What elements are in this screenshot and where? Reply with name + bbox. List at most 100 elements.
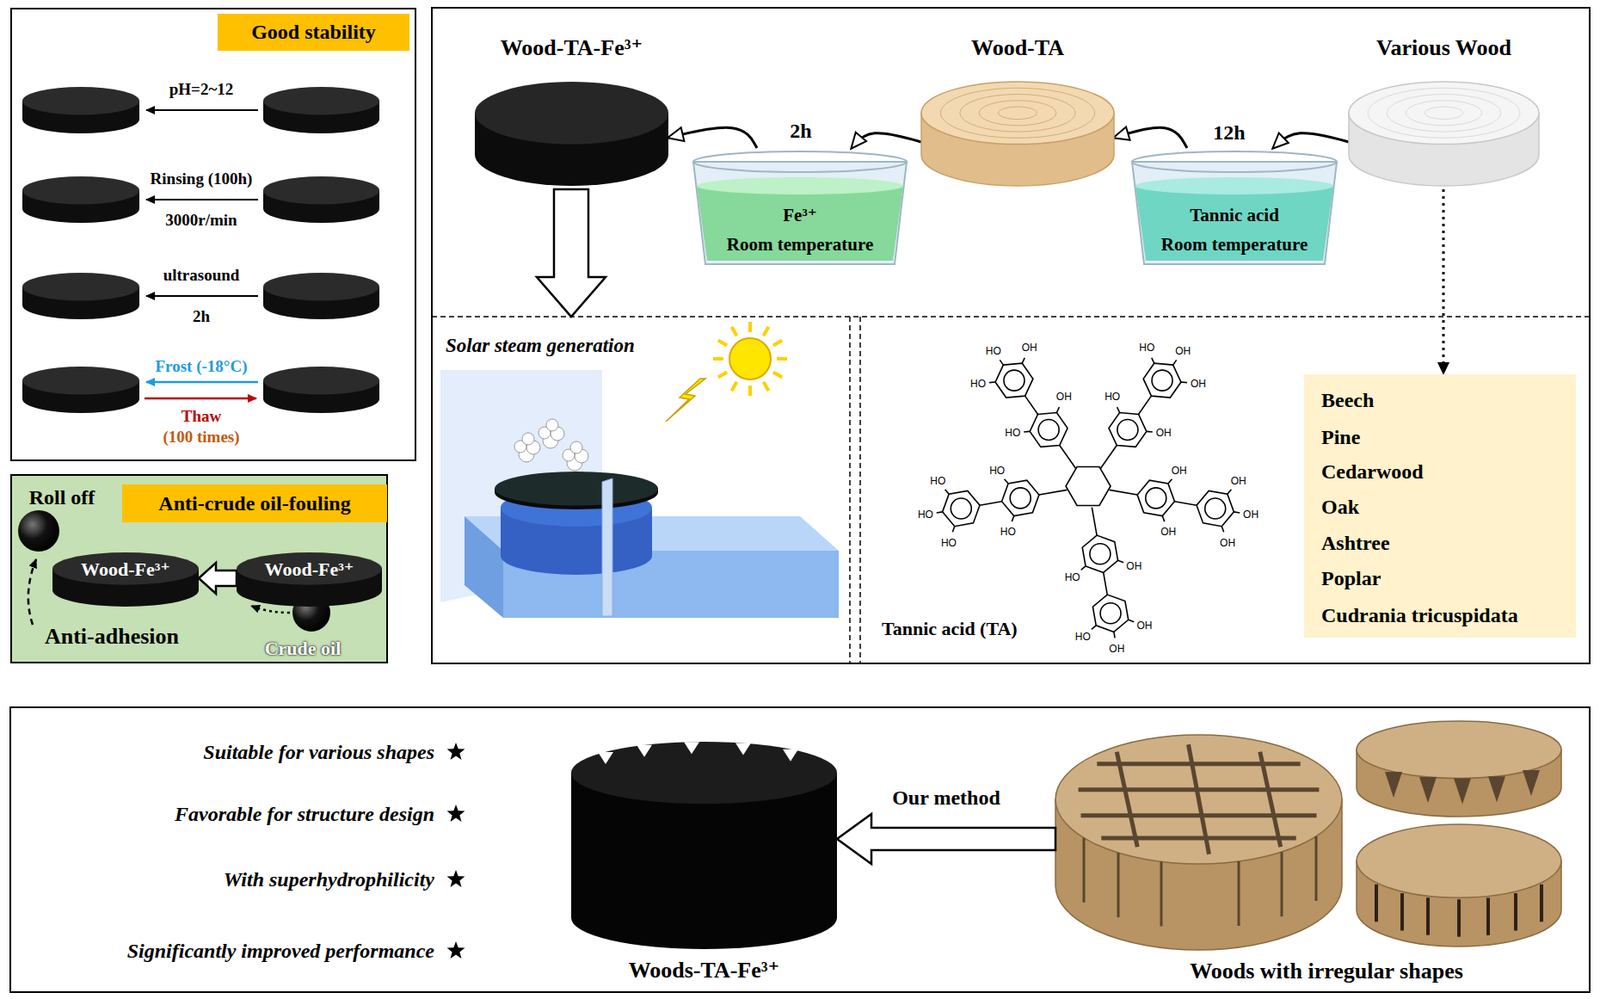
bond: [1233, 511, 1240, 513]
condition-label: pH=2~12: [136, 79, 266, 100]
main-panel: [431, 7, 1590, 664]
dashed-divider: [859, 316, 862, 664]
bond: [1021, 357, 1025, 364]
hydroxyl-label: HO: [1062, 571, 1084, 584]
benzene-ring: [1196, 490, 1234, 526]
species-name: Pine: [1321, 423, 1571, 451]
slit: [1374, 884, 1379, 922]
bond: [1117, 406, 1120, 413]
steam-puff: [546, 418, 559, 431]
time-label: 2h: [783, 117, 819, 144]
panel-heading: Good stability: [217, 13, 410, 51]
time-label: 12h: [1207, 119, 1251, 146]
disk-top: [571, 741, 837, 804]
aromatic-circle: [950, 498, 972, 519]
sun-ray: [732, 326, 738, 336]
treatment-arrow: [146, 295, 259, 297]
species-name: Poplar: [1321, 564, 1571, 592]
tannic-acid-structure: [936, 357, 1241, 638]
hydroxyl-label: OH: [1153, 426, 1175, 439]
disk-title: Wood-TA: [921, 34, 1114, 62]
v-notch: [1384, 771, 1403, 798]
disk-title: Wood-TA-Fe³⁺: [474, 34, 669, 62]
bond: [1113, 631, 1115, 638]
hydroxyl-label: OH: [1217, 536, 1238, 549]
hydroxyl-label: HO: [1136, 341, 1157, 354]
panel-ground: [10, 473, 388, 664]
hydroxyl-label: HO: [1072, 630, 1094, 643]
hydroxyl-label: HO: [986, 464, 1008, 477]
irregular-woods: Woods with irregular shapes: [1055, 720, 1562, 985]
species-name: Beech: [1321, 386, 1571, 414]
sun-ray: [773, 372, 782, 378]
species-name: Ashtree: [1321, 529, 1571, 557]
v-notch: [1419, 776, 1437, 803]
sun-ray: [748, 385, 752, 396]
condition-label: 3000r/min: [136, 209, 266, 231]
oil-droplet: [18, 510, 60, 552]
bond: [1174, 501, 1197, 506]
species-name: Cedarwood: [1321, 457, 1571, 486]
bond: [1181, 381, 1188, 383]
hydroxyl-label: HO: [938, 536, 960, 549]
sample-disk: Various Wood: [1348, 25, 1539, 190]
bond: [1109, 489, 1138, 495]
benzene-ring: [1143, 363, 1182, 398]
disk-top: [22, 366, 140, 394]
groove: [1160, 861, 1164, 926]
benzene-ring: [1082, 535, 1118, 573]
node-shape: [571, 741, 837, 985]
bond: [1118, 560, 1125, 562]
bond: [1091, 625, 1096, 629]
bond: [1011, 516, 1014, 523]
beaker-rim: [693, 151, 907, 173]
notch: [636, 744, 653, 757]
v-notch: [1488, 775, 1506, 802]
sun-ray: [718, 372, 727, 378]
dashed-divider: [849, 316, 851, 664]
sun-ray: [763, 326, 770, 336]
steam-puff: [570, 441, 583, 454]
aromatic-circle: [1205, 498, 1226, 519]
aromatic-circle: [1009, 487, 1031, 509]
disk-top: [263, 272, 380, 301]
hydroxyl-label: OH: [1169, 464, 1190, 477]
bond: [945, 489, 949, 494]
benzene-ring: [1137, 480, 1175, 516]
freeze-arrow: [146, 381, 259, 384]
hydroxyl-label: HO: [1002, 426, 1023, 439]
thaw-label: Thaw: [136, 406, 266, 427]
sun-ray: [776, 356, 788, 361]
bond: [979, 501, 1003, 506]
hydroxyl-label: OH: [1106, 642, 1127, 655]
disk-top: [921, 81, 1114, 145]
panel: Good stability: [10, 7, 417, 462]
sun-ray: [748, 321, 752, 333]
notch: [782, 749, 799, 762]
groove: [1280, 851, 1284, 917]
groove: [1188, 744, 1210, 855]
hydroxyl-label: OH: [1172, 344, 1194, 357]
annotation: Anti-adhesion: [25, 622, 198, 651]
freeze-label: Frost (-18°C): [136, 356, 266, 377]
bond: [989, 381, 996, 383]
region-heading: Solar steam generation: [445, 332, 704, 360]
groove: [1096, 761, 1300, 766]
connector: [1113, 127, 1188, 148]
v-notch: [1522, 769, 1540, 796]
bond: [952, 526, 954, 533]
treatment-arrow: [146, 198, 259, 201]
aromatic-circle: [1089, 543, 1111, 565]
bond: [1081, 566, 1086, 570]
bullet-star: [447, 869, 466, 887]
annotation: Roll off: [18, 484, 105, 511]
condition-label: ultrasound: [136, 264, 266, 286]
slit: [1426, 897, 1430, 935]
sample-disk: Wood-TA-Fe³⁺: [474, 25, 669, 190]
glucose-ring: [1065, 466, 1111, 505]
bond: [1151, 357, 1155, 364]
species-name: Cudrania tricuspidata: [1321, 601, 1571, 629]
disk-top: [22, 176, 140, 204]
sun-ray: [773, 340, 782, 346]
